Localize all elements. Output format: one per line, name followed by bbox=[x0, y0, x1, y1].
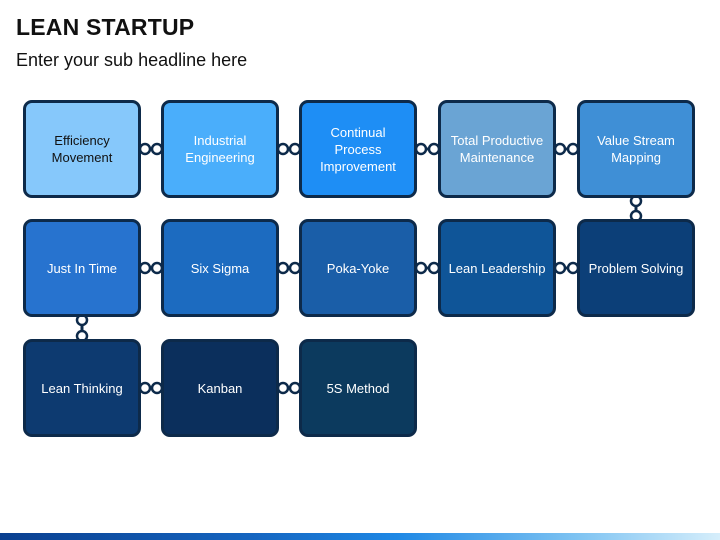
step-label: Problem Solving bbox=[588, 260, 684, 276]
footer-gradient-bar bbox=[0, 533, 720, 540]
step-label: Lean Thinking bbox=[41, 380, 123, 396]
step-box-lean-thinking: Lean Thinking bbox=[23, 339, 141, 437]
step-box-total-productive-maintenance: Total Productive Maintenance bbox=[438, 100, 556, 198]
step-box-kanban: Kanban bbox=[161, 339, 279, 437]
connector-dot bbox=[414, 142, 428, 156]
connector-dot bbox=[553, 142, 567, 156]
connector-dot bbox=[276, 261, 290, 275]
step-box-problem-solving: Problem Solving bbox=[577, 219, 695, 317]
step-label: Industrial Engineering bbox=[185, 133, 255, 165]
connector-dot bbox=[138, 381, 152, 395]
step-label: Value Stream Mapping bbox=[597, 133, 675, 165]
step-label: Continual Process Improvement bbox=[320, 124, 396, 174]
step-label: Lean Leadership bbox=[448, 260, 546, 276]
connector-dot bbox=[414, 261, 428, 275]
step-box-value-stream-mapping: Value Stream Mapping bbox=[577, 100, 695, 198]
step-box-industrial-engineering: Industrial Engineering bbox=[161, 100, 279, 198]
connector-dot bbox=[276, 142, 290, 156]
step-box-just-in-time: Just In Time bbox=[23, 219, 141, 317]
step-label: Six Sigma bbox=[190, 260, 250, 276]
connector-dot bbox=[276, 381, 290, 395]
step-label: Total Productive Maintenance bbox=[450, 133, 544, 165]
connector-dot bbox=[138, 142, 152, 156]
step-box-5s-method: 5S Method bbox=[299, 339, 417, 437]
step-label: 5S Method bbox=[326, 380, 390, 396]
step-box-lean-leadership: Lean Leadership bbox=[438, 219, 556, 317]
step-label: Just In Time bbox=[46, 260, 118, 276]
step-box-efficiency-movement: Efficiency Movement bbox=[23, 100, 141, 198]
page-subtitle: Enter your sub headline here bbox=[16, 50, 248, 70]
step-box-six-sigma: Six Sigma bbox=[161, 219, 279, 317]
step-label: Poka-Yoke bbox=[326, 260, 390, 276]
step-box-poka-yoke: Poka-Yoke bbox=[299, 219, 417, 317]
step-label: Kanban bbox=[197, 380, 243, 396]
connector-dot bbox=[553, 261, 567, 275]
page-title: LEAN STARTUP bbox=[16, 14, 195, 40]
step-box-continual-process-improvement: Continual Process Improvement bbox=[299, 100, 417, 198]
step-label: Efficiency Movement bbox=[51, 133, 113, 165]
connector-dot bbox=[138, 261, 152, 275]
